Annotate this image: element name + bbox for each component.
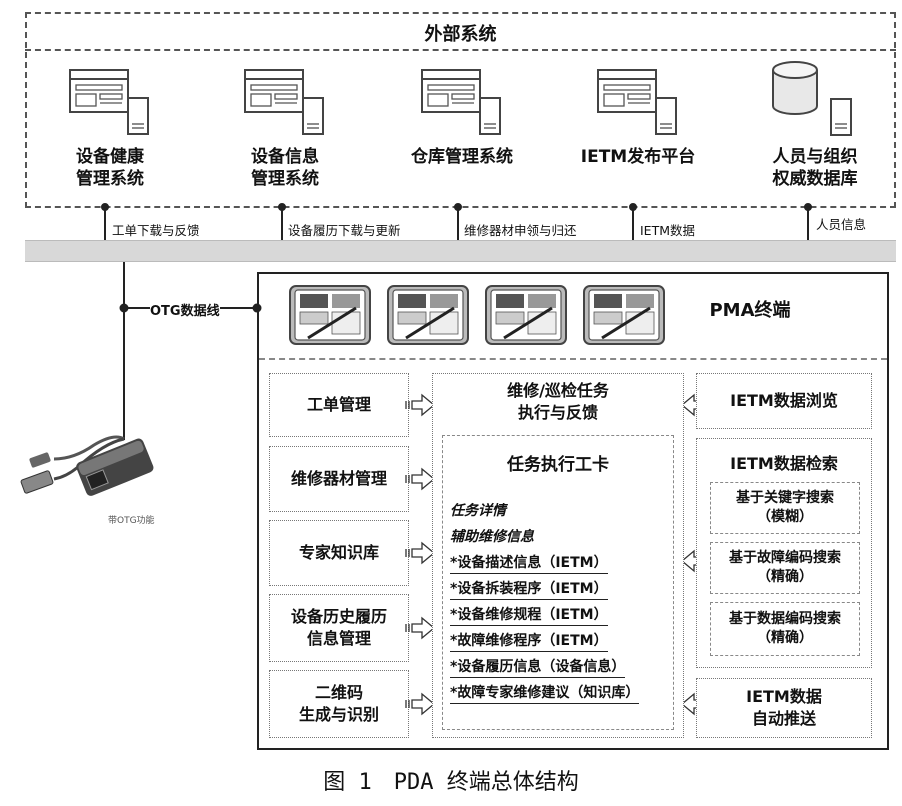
work-card-box xyxy=(442,435,674,730)
system-name-3: 仓库管理系统 xyxy=(411,147,513,167)
task-item-details: 任务详情 xyxy=(450,503,506,519)
task-item-1: *设备描述信息（IETM） xyxy=(450,552,608,574)
arrow-right-5 xyxy=(405,693,435,715)
system-name-2: 设备信息管理系统 xyxy=(251,147,319,189)
arrow-right-4 xyxy=(405,617,435,639)
system-name-1: 设备健康管理系统 xyxy=(76,147,144,189)
pma-terminal-box xyxy=(257,272,889,750)
module-qr-code: 二维码生成与识别 xyxy=(269,670,409,738)
interface-label-2: 设备履历下载与更新 xyxy=(288,223,401,238)
otg-cable-label: OTG数据线 xyxy=(150,300,220,319)
module-work-order: 工单管理 xyxy=(269,373,409,437)
otg-adapter-label: 带OTG功能 xyxy=(108,516,155,526)
search-data-code-box: 基于数据编码搜索（精确） xyxy=(710,602,860,656)
arrow-right-2 xyxy=(405,468,435,490)
interface-label-1: 工单下载与反馈 xyxy=(112,223,200,238)
otg-adapter-icon xyxy=(20,435,154,496)
work-card-title: 任务执行工卡 xyxy=(507,455,609,475)
module-knowledge-base: 专家知识库 xyxy=(269,520,409,586)
arrow-right-1 xyxy=(405,394,435,416)
task-execution-title: 维修/巡检任务执行与反馈 xyxy=(507,381,609,422)
interface-label-5: 人员信息 xyxy=(816,217,867,232)
interface-label-3: 维修器材申领与归还 xyxy=(464,223,577,238)
ietm-auto-push-box: IETM数据自动推送 xyxy=(696,678,872,738)
external-systems-title-divider xyxy=(25,49,896,51)
task-item-6: *故障专家维修建议（知识库） xyxy=(450,682,640,704)
task-item-4: *故障维修程序（IETM） xyxy=(450,630,608,652)
module-materials: 维修器材管理 xyxy=(269,446,409,512)
pma-title: PMA终端 xyxy=(709,300,791,321)
ietm-search-box xyxy=(696,438,872,668)
pma-divider xyxy=(259,358,887,360)
module-equipment-history: 设备历史履历信息管理 xyxy=(269,594,409,662)
search-keyword-box: 基于关键字搜索（模糊） xyxy=(710,482,860,534)
figure-caption: 图 1 PDA 终端总体结构 xyxy=(323,770,579,795)
interface-label-4: IETM数据 xyxy=(640,223,696,238)
ietm-search-title: IETM数据检索 xyxy=(730,454,838,473)
task-item-5: *设备履历信息（设备信息） xyxy=(450,656,626,678)
task-item-3: *设备维修规程（IETM） xyxy=(450,604,608,626)
system-name-4: IETM发布平台 xyxy=(580,147,696,167)
search-fault-code-box: 基于故障编码搜索（精确） xyxy=(710,542,860,594)
arrow-right-3 xyxy=(405,542,435,564)
external-systems-title: 外部系统 xyxy=(424,24,497,45)
system-name-5: 人员与组织权威数据库 xyxy=(772,147,858,189)
task-item-2: *设备拆装程序（IETM） xyxy=(450,578,608,600)
ietm-browse-box: IETM数据浏览 xyxy=(696,373,872,429)
task-item-aux-info: 辅助维修信息 xyxy=(450,529,534,545)
system-bus xyxy=(25,240,896,262)
database-icon xyxy=(772,61,852,136)
external-system-icons xyxy=(69,61,852,136)
